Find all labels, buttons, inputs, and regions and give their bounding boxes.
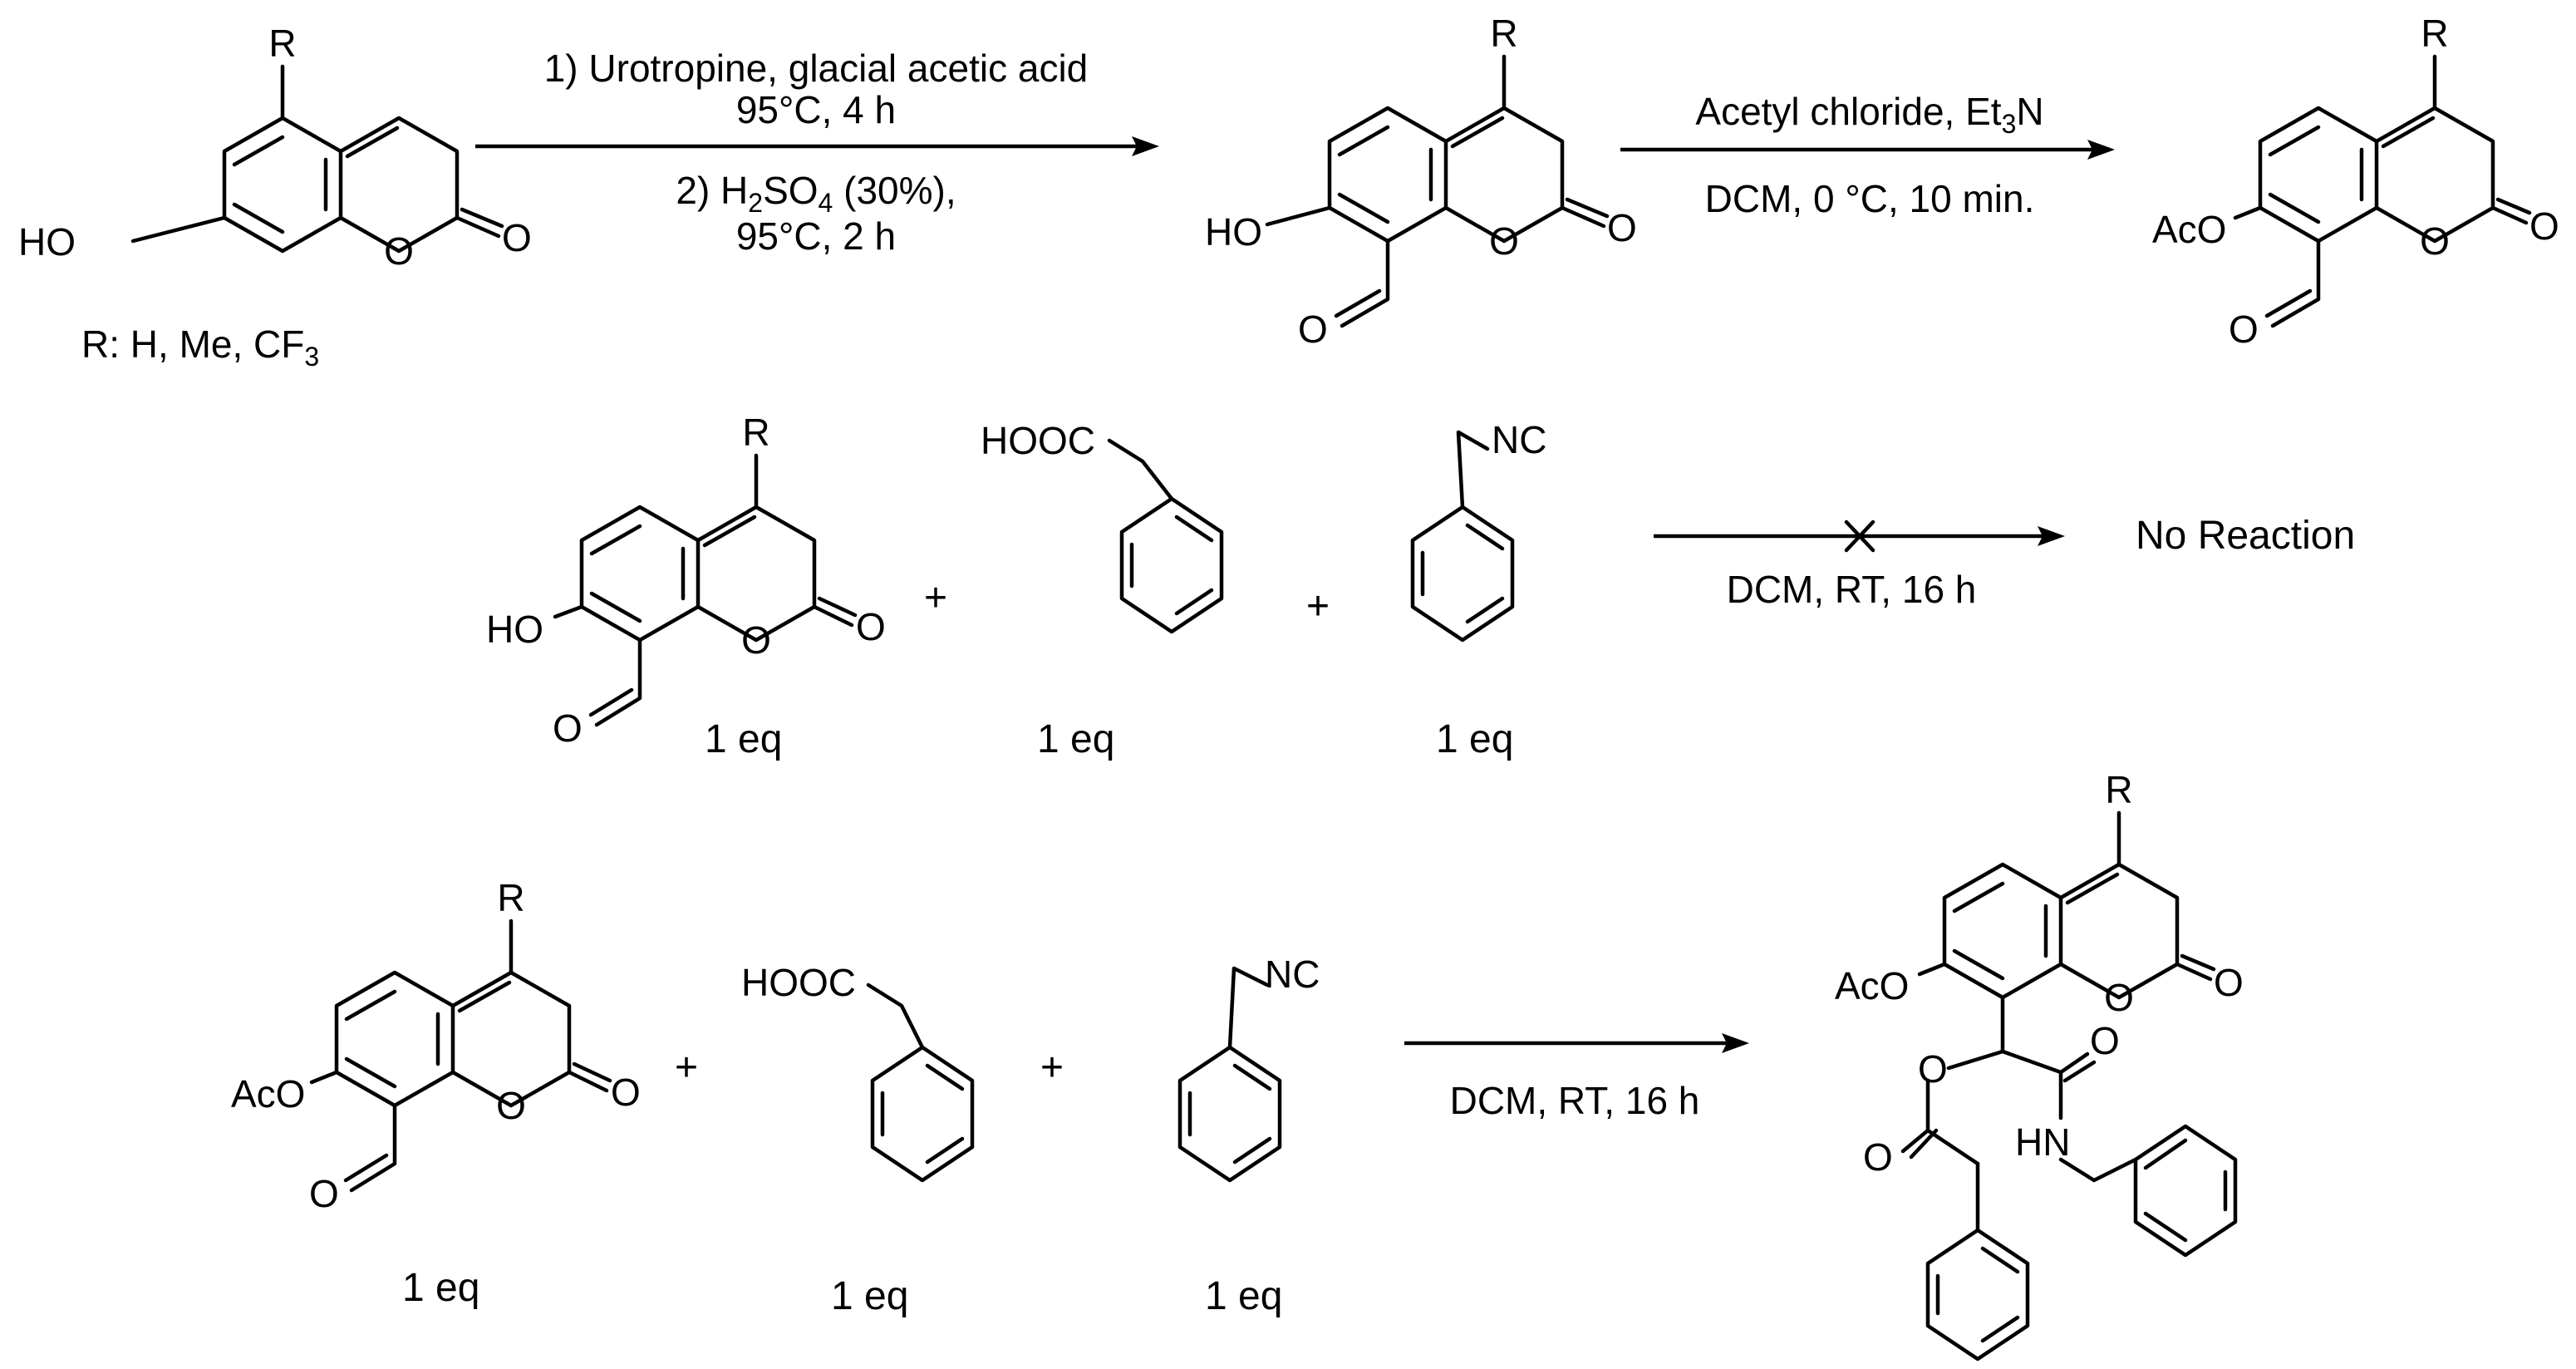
atom-carbonyl-o: O	[2214, 961, 2244, 1004]
conditions-row3: DCM, RT, 16 h	[1450, 1079, 1700, 1122]
molecule-phenylacetic-acid: HOOC 1 eq	[741, 961, 975, 1318]
no-reaction-label: No Reaction	[2136, 514, 2355, 558]
plus-sign: +	[675, 1046, 698, 1090]
cross-mark-icon	[1844, 520, 1875, 553]
atom-nc: NC	[1492, 418, 1546, 461]
equivalents-label: 1 eq	[705, 717, 782, 761]
atom-aldehyde-o: O	[553, 707, 583, 750]
r-group-definition: R: H, Me, CF3	[81, 323, 319, 372]
atom-aco: AcO	[231, 1072, 305, 1115]
atom-carbonyl-o: O	[856, 605, 886, 648]
molecule-formyl-acetoxycoumarin: R O O AcO O	[2152, 12, 2559, 351]
plus-sign: +	[1306, 584, 1330, 628]
molecule-benzyl-isocyanide: NC 1 eq	[1410, 418, 1546, 761]
atom-hooc: HOOC	[981, 419, 1095, 462]
atom-ho: HO	[1205, 210, 1262, 254]
atom-carbonyl-o: O	[502, 216, 532, 259]
atom-ho: HO	[486, 608, 543, 651]
atom-aldehyde-o: O	[309, 1172, 339, 1215]
conditions-step1-line2: 95°C, 4 h	[736, 88, 896, 131]
atom-ring-o: O	[1489, 219, 1519, 263]
atom-aco: AcO	[1835, 964, 1909, 1007]
atom-r: R	[2105, 768, 2132, 811]
atom-r: R	[1490, 12, 1517, 55]
atom-carbonyl-o: O	[2529, 204, 2559, 248]
atom-r: R	[742, 411, 769, 454]
atom-aldehyde-o: O	[2229, 308, 2259, 351]
atom-ester-o: O	[1918, 1047, 1948, 1091]
molecule-formyl-acetoxycoumarin-reactant: R O O AcO O 1 eq	[231, 876, 641, 1310]
conditions-row2: DCM, RT, 16 h	[1727, 568, 1977, 611]
atom-ring-o: O	[2420, 219, 2450, 263]
plus-sign: +	[1040, 1046, 1064, 1090]
atom-r: R	[497, 876, 524, 919]
conditions-step1-line1: 1) Urotropine, glacial acetic acid	[544, 47, 1089, 90]
atom-ring-o: O	[496, 1084, 526, 1127]
molecule-passerini-product: R O O AcO O O HN O	[1835, 768, 2244, 1362]
atom-r: R	[2421, 12, 2448, 55]
atom-carbonyl-o: O	[1607, 206, 1637, 249]
molecule-formyl-hydroxycoumarin-reactant: R O O HO O 1 eq	[486, 411, 886, 761]
molecule-hydroxycoumarin: R O O HO R: H, Me, CF3	[18, 22, 532, 372]
reaction-arrow-2: Acetyl chloride, Et3N DCM, 0 °C, 10 min.	[1620, 90, 2115, 220]
atom-ring-o: O	[384, 229, 414, 273]
conditions-acetylation-solvent: DCM, 0 °C, 10 min.	[1705, 177, 2035, 220]
molecule-benzyl-isocyanide: NC 1 eq	[1177, 953, 1320, 1318]
molecule-phenylacetic-acid: HOOC 1 eq	[981, 419, 1224, 761]
molecule-formyl-hydroxycoumarin: R O O HO O	[1205, 12, 1637, 351]
conditions-step2-line1: 2) H2SO4 (30%),	[676, 169, 956, 218]
no-reaction-arrow: DCM, RT, 16 h	[1654, 520, 2065, 611]
equivalents-label: 1 eq	[831, 1274, 908, 1318]
plus-sign: +	[924, 576, 947, 620]
equivalents-label: 1 eq	[1205, 1274, 1282, 1318]
atom-ho: HO	[18, 220, 76, 263]
conditions-step2-line2: 95°C, 2 h	[736, 214, 896, 258]
reaction-arrow-3: DCM, RT, 16 h	[1404, 1033, 1749, 1122]
atom-nc: NC	[1265, 953, 1320, 996]
atom-hooc: HOOC	[741, 961, 856, 1004]
atom-carbonyl-o: O	[611, 1071, 641, 1114]
equivalents-label: 1 eq	[402, 1266, 479, 1310]
atom-ring-o: O	[741, 618, 771, 662]
atom-hn: HN	[2015, 1120, 2070, 1164]
reaction-arrow-1: 1) Urotropine, glacial acetic acid 95°C,…	[475, 47, 1159, 258]
equivalents-label: 1 eq	[1037, 717, 1114, 761]
conditions-acetylation-reagents: Acetyl chloride, Et3N	[1695, 90, 2043, 139]
atom-amide-o: O	[2090, 1019, 2120, 1062]
equivalents-label: 1 eq	[1436, 717, 1513, 761]
atom-ester-carbonyl-o: O	[1863, 1135, 1893, 1179]
atom-aco: AcO	[2152, 208, 2226, 251]
atom-ring-o: O	[2104, 976, 2134, 1019]
atom-aldehyde-o: O	[1298, 308, 1328, 351]
atom-r: R	[268, 22, 296, 65]
